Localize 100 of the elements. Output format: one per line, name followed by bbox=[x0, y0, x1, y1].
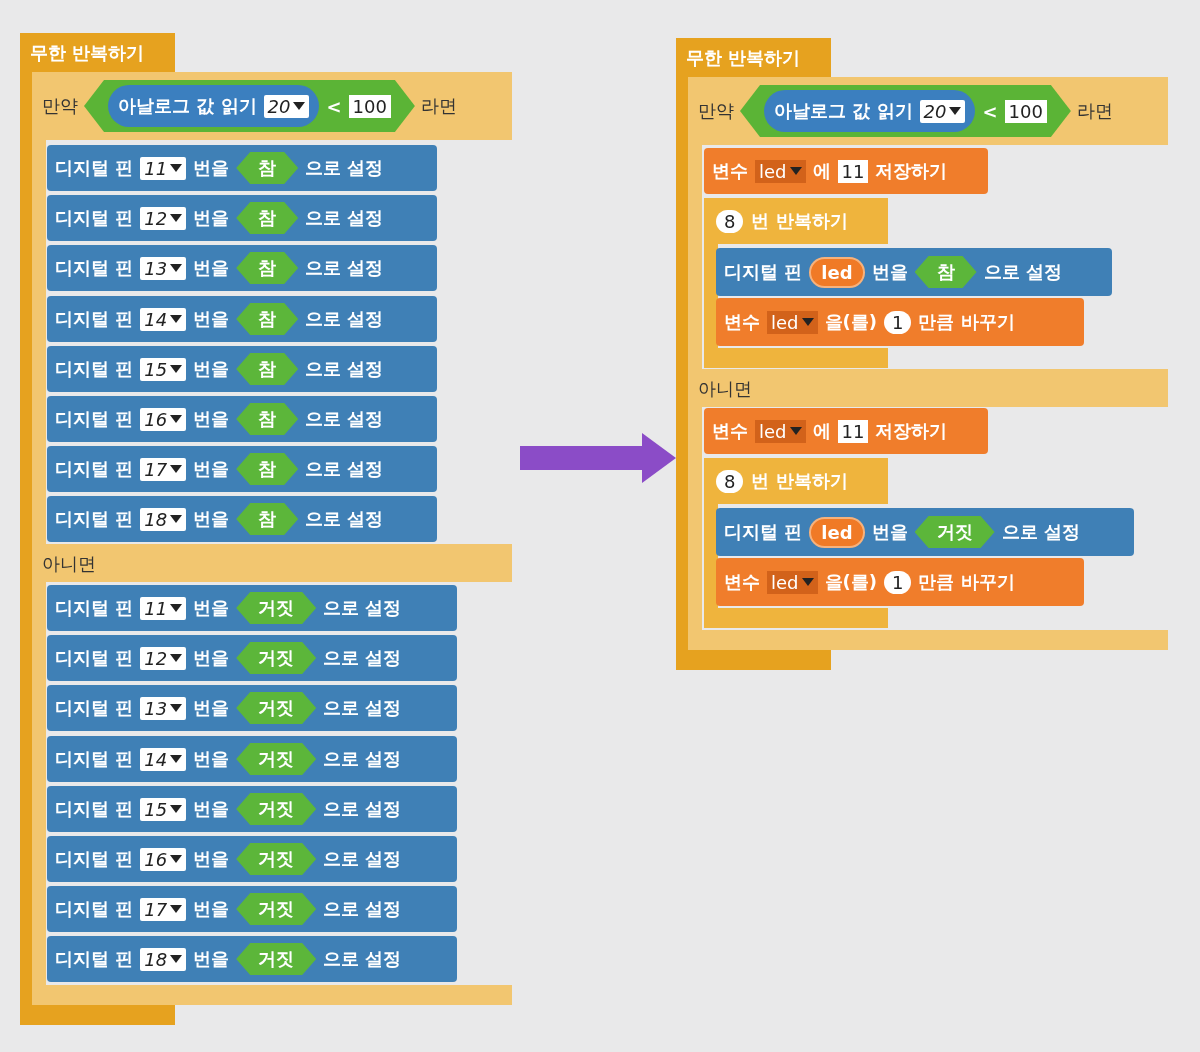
block-label: 번을 bbox=[193, 646, 230, 670]
block-label: 으로 설정 bbox=[305, 457, 384, 481]
digital-pin-block bbox=[47, 346, 437, 392]
block-label: 번을 bbox=[193, 256, 230, 280]
block-label: 디지털 핀 bbox=[724, 260, 803, 284]
change-variable-block bbox=[716, 298, 1084, 346]
block-label: 으로 설정 bbox=[323, 596, 402, 620]
digital-pin-block bbox=[47, 496, 437, 542]
dropdown-field: 18 bbox=[140, 947, 187, 971]
block-label: 번을 bbox=[871, 260, 908, 284]
digital-pin-block bbox=[47, 685, 457, 731]
block-label: 저장하기 bbox=[875, 419, 948, 443]
dropdown-field: 12 bbox=[140, 646, 187, 670]
block-label: 번을 bbox=[193, 156, 230, 180]
digital-pin-block bbox=[47, 886, 457, 932]
boolean-block: 거짓 bbox=[236, 943, 317, 975]
block-label: 라면 bbox=[420, 94, 457, 118]
set-variable-block bbox=[704, 148, 988, 194]
block-label: 에 bbox=[812, 419, 831, 443]
block-label: 디지털 핀 bbox=[55, 646, 134, 670]
block-label: 으로 설정 bbox=[323, 797, 402, 821]
number-field: 8 bbox=[716, 209, 744, 233]
boolean-block: 거짓 bbox=[236, 893, 317, 925]
variable-dropdown: led bbox=[755, 419, 806, 443]
block-label: 디지털 핀 bbox=[55, 747, 134, 771]
boolean-block: 참 bbox=[914, 256, 977, 288]
boolean-block: 참 bbox=[236, 353, 299, 385]
block-label: 번을 bbox=[193, 407, 230, 431]
block-label: 디지털 핀 bbox=[55, 596, 134, 620]
block-label: 아날로그 값 읽기 bbox=[774, 99, 913, 123]
boolean-block: 참 bbox=[236, 202, 299, 234]
arrow bbox=[520, 433, 676, 483]
number-field: 1 bbox=[883, 310, 912, 334]
block-label: 번을 bbox=[193, 797, 230, 821]
number-field: 8 bbox=[716, 469, 744, 493]
block-label: 변수 bbox=[724, 570, 760, 594]
dropdown-field: 18 bbox=[140, 507, 187, 531]
digital-pin-block bbox=[47, 396, 437, 442]
block-label: 번을 bbox=[193, 596, 230, 620]
block-label: 으로 설정 bbox=[323, 847, 402, 871]
block-label: 으로 설정 bbox=[323, 947, 402, 971]
digital-pin-block bbox=[47, 296, 437, 342]
block-label: 디지털 핀 bbox=[55, 847, 134, 871]
block-label: 번을 bbox=[193, 897, 230, 921]
boolean-block: 거짓 bbox=[236, 592, 317, 624]
block-label: 저장하기 bbox=[875, 159, 948, 183]
number-field: 11 bbox=[837, 419, 869, 443]
digital-pin-block bbox=[47, 736, 457, 782]
block-label: 라면 bbox=[1076, 99, 1113, 123]
dropdown-field: 16 bbox=[140, 847, 187, 871]
boolean-block: 거짓 bbox=[914, 516, 995, 548]
change-variable-block bbox=[716, 558, 1084, 606]
dropdown-field: 20 bbox=[919, 99, 966, 123]
block-label: 변수 bbox=[712, 419, 748, 443]
block-label: 으로 설정 bbox=[323, 646, 402, 670]
block-label: 디지털 핀 bbox=[55, 407, 134, 431]
block-label: 아니면 bbox=[698, 377, 752, 401]
block-label: 번 반복하기 bbox=[751, 209, 848, 233]
block-label: 으로 설정 bbox=[305, 307, 384, 331]
boolean-block: 거짓 bbox=[236, 743, 317, 775]
boolean-block: 참 bbox=[236, 252, 299, 284]
variable-dropdown: led bbox=[755, 159, 806, 183]
block-label: 번을 bbox=[193, 847, 230, 871]
block-label: < bbox=[982, 100, 998, 122]
block-label: < bbox=[326, 95, 342, 117]
block-label: 으로 설정 bbox=[305, 256, 384, 280]
dropdown-field: 15 bbox=[140, 357, 187, 381]
block-label: 으로 설정 bbox=[323, 897, 402, 921]
digital-pin-block bbox=[47, 195, 437, 241]
block-label: 번 반복하기 bbox=[751, 469, 848, 493]
block-label: 에 bbox=[812, 159, 831, 183]
block-label: 번을 bbox=[871, 520, 908, 544]
block-label: 으로 설정 bbox=[305, 156, 384, 180]
digital-pin-block bbox=[47, 936, 457, 982]
boolean-block: 거짓 bbox=[236, 692, 317, 724]
block-label: 아니면 bbox=[42, 552, 96, 576]
dropdown-field: 13 bbox=[140, 256, 187, 280]
dropdown-field: 13 bbox=[140, 696, 187, 720]
dropdown-field: 14 bbox=[140, 307, 187, 331]
block-label: 으로 설정 bbox=[323, 696, 402, 720]
block-label: 디지털 핀 bbox=[55, 256, 134, 280]
boolean-block: 참 bbox=[236, 453, 299, 485]
block-label: 변수 bbox=[712, 159, 748, 183]
block-label: 변수 bbox=[724, 310, 760, 334]
block-label: 을(를) bbox=[824, 310, 877, 334]
block-label: 으로 설정 bbox=[305, 507, 384, 531]
dropdown-field: 11 bbox=[140, 156, 187, 180]
block-label: 으로 설정 bbox=[305, 206, 384, 230]
digital-pin-block bbox=[47, 245, 437, 291]
digital-pin-block bbox=[47, 585, 457, 631]
digital-pin-block bbox=[716, 248, 1112, 296]
block-label: 디지털 핀 bbox=[55, 897, 134, 921]
boolean-block: 참 bbox=[236, 503, 299, 535]
block-label: 디지털 핀 bbox=[724, 520, 803, 544]
dropdown-field: 11 bbox=[140, 596, 187, 620]
block-label: 만큼 바꾸기 bbox=[918, 570, 1015, 594]
block-label: 만큼 바꾸기 bbox=[918, 310, 1015, 334]
boolean-block: 거짓 bbox=[236, 843, 317, 875]
digital-pin-block bbox=[47, 786, 457, 832]
block-label: 번을 bbox=[193, 507, 230, 531]
